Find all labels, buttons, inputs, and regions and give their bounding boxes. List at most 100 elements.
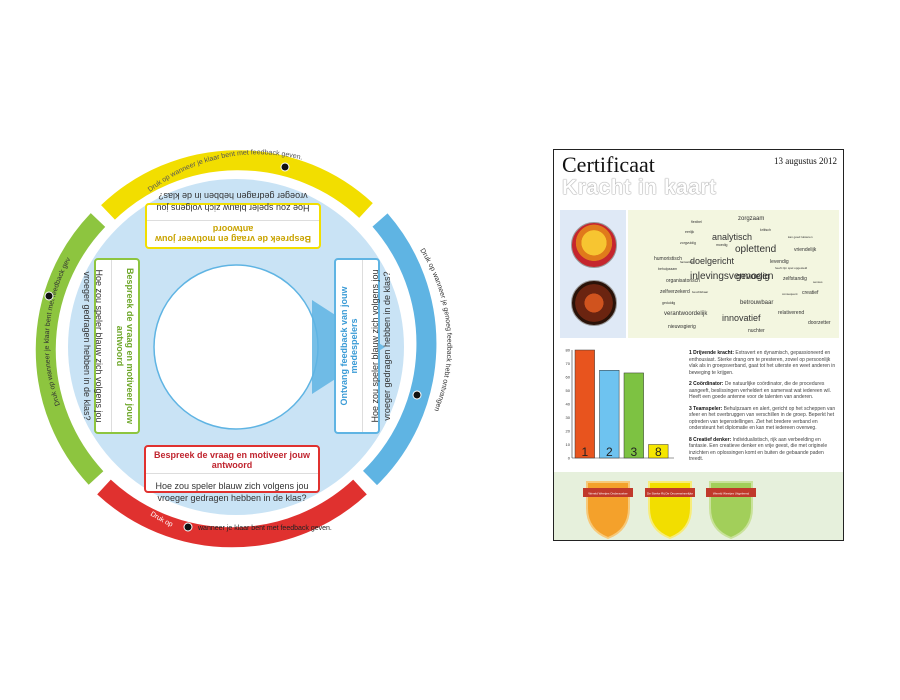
y-tick-label: 20	[566, 429, 571, 434]
badges-graphic: Wereld Weetjes Onderzoeker De Sterke Rij …	[583, 481, 756, 540]
avatar-panel	[560, 210, 626, 338]
card-question: Hoe zou speler blauw zich volgens jou vr…	[155, 481, 309, 504]
card-heading: Ontvang feedback van jouw medespelers	[336, 260, 363, 432]
word-cloud-word: doelgericht	[690, 256, 735, 266]
word-cloud-word: doorzetter	[808, 320, 831, 326]
word-cloud-word: consequent	[782, 292, 798, 296]
trait-text: De natuurlijke coördinator, die de proce…	[689, 381, 832, 400]
trait-entry: 3 Teamspeler: Behulpzaam en alert, geric…	[689, 406, 839, 432]
word-cloud-word: beschikbaar	[692, 290, 709, 294]
avatar-bear	[571, 222, 617, 268]
bar-label-8: 8	[655, 445, 662, 459]
word-cloud-word: fantastisch	[680, 260, 695, 264]
y-tick-label: 30	[566, 415, 571, 420]
badge-text: Wereld Weetjes Uitgeleend	[713, 492, 750, 496]
word-cloud-word: gevoelig	[736, 271, 770, 281]
badge: Wereld Weetjes Onderzoeker	[583, 481, 633, 540]
trait-text: Behulpzaam en alert, gericht op het sche…	[689, 405, 836, 432]
center-circle	[153, 264, 319, 430]
word-cloud-word: kan goed luisteren	[788, 235, 813, 239]
bar-label-3: 3	[630, 445, 637, 459]
word-cloud-word: betrouwbaar	[740, 300, 774, 306]
push-button-left[interactable]	[44, 291, 54, 301]
word-cloud-word: analytisch	[712, 232, 753, 242]
word-cloud-word: oplettend	[735, 244, 777, 255]
card-heading: Bespreek de vraag en motiveer jouw antwo…	[111, 260, 138, 432]
word-cloud-word: nieuwsgierig	[668, 324, 696, 330]
word-cloud-word: zelfstandig	[783, 276, 807, 282]
bar-2	[599, 370, 620, 459]
avatar-dragon	[571, 280, 617, 326]
push-button-bottom[interactable]	[183, 522, 193, 532]
trait-text: Extravert en dynamisch, gepassioneerd en…	[689, 350, 836, 376]
trait-title: 1 Drijvende kracht:	[689, 350, 736, 356]
badge-ribbon	[645, 488, 695, 497]
word-cloud-word: zorgzaam	[738, 216, 765, 222]
word-cloud-word: humoristisch	[654, 256, 683, 262]
word-cloud-word: moedig	[716, 243, 728, 247]
word-cloud-word: organisatorisch	[666, 278, 700, 284]
y-tick-label: 60	[566, 375, 571, 380]
y-tick-label: 0	[568, 456, 571, 461]
badge-text: Wereld Weetjes Onderzoeker	[588, 492, 627, 496]
card-question: Hoe zou speler blauw zich volgens jou vr…	[370, 269, 393, 423]
word-cloud-word: vriendelijk	[794, 247, 817, 253]
ring-text-bottom: wanneer je klaar bent met feedback geven…	[197, 525, 332, 532]
trait-descriptions: 1 Drijvende kracht: Extravert en dynamis…	[689, 350, 839, 468]
word-cloud-word: geduldig	[662, 301, 676, 305]
game-board-wheel: Druk op wanneer je klaar bent met feedba…	[0, 0, 452, 548]
trait-entry: 8 Creatief denker: Individualistisch, ri…	[689, 437, 839, 463]
question-card-top: Bespreek de vraag en motiveer jouw antwo…	[145, 191, 321, 249]
word-cloud-word: creatief	[802, 290, 819, 296]
question-card-bottom: Bespreek de vraag en motiveer jouw antwo…	[144, 445, 320, 503]
ring-segment-green	[35, 213, 106, 485]
certificate-subtitle: Kracht in kaart	[562, 176, 717, 199]
word-cloud-word: verantwoordelijk	[664, 311, 708, 317]
word-cloud-word: zorgvuldig	[680, 241, 696, 245]
certificate: Certificaat 13 augustus 2012 Kracht in k…	[553, 149, 844, 541]
word-cloud-word: relativerend	[778, 310, 805, 316]
word-cloud-word: nuchter	[748, 328, 765, 334]
card-question: Hoe zou speler blauw zich volgens jou vr…	[81, 269, 104, 423]
word-cloud-word: zelfverzekerd	[660, 289, 690, 295]
card-question: Hoe zou speler blauw zich volgens jou vr…	[156, 190, 310, 213]
bar-3	[623, 372, 644, 459]
y-tick-label: 80	[566, 348, 571, 353]
word-cloud-word: kritisch	[760, 228, 771, 232]
badge: De Sterke Rij De Onoverwinnelijke	[645, 481, 695, 540]
word-cloud-word: heeft zijn spel opgesteld	[775, 266, 808, 270]
card-heading: Bespreek de vraag en motiveer jouw antwo…	[146, 447, 318, 474]
y-tick-label: 10	[566, 442, 571, 447]
word-cloud-word: levendig	[770, 259, 789, 265]
ring-segment-blue	[362, 213, 437, 486]
word-cloud-word: eerlijk	[685, 230, 695, 234]
word-cloud-word: sensus	[813, 280, 823, 284]
bar-1	[574, 349, 595, 459]
ring-segment-yellow	[101, 150, 373, 220]
badge-ribbon	[583, 488, 633, 497]
ring-segment-red	[97, 479, 367, 548]
certificate-title: Certificaat	[562, 152, 655, 177]
y-tick-label: 50	[566, 388, 571, 393]
badge-ribbon	[706, 488, 756, 497]
feedback-card-right: Ontvang feedback van jouw medespelers Ho…	[334, 258, 392, 434]
push-button-top[interactable]	[280, 162, 290, 172]
question-card-left: Bespreek de vraag en motiveer jouw antwo…	[82, 258, 140, 434]
push-button-right[interactable]	[412, 390, 422, 400]
certificate-date: 13 augustus 2012	[774, 156, 837, 166]
trait-title: 8 Creatief denker:	[689, 436, 733, 443]
y-tick-label: 40	[566, 402, 571, 407]
trait-entry: 1 Drijvende kracht: Extravert en dynamis…	[689, 350, 839, 376]
word-cloud-word: inlevingsvermogen	[690, 271, 774, 282]
trait-entry: 2 Coördinator: De natuurlijke coördinato…	[689, 381, 839, 401]
badge-strip: Wereld Weetjes Onderzoeker De Sterke Rij …	[554, 472, 843, 540]
outer-ring	[35, 150, 437, 548]
card-heading: Bespreek de vraag en motiveer jouw antwo…	[147, 220, 319, 247]
word-cloud-word: innovatief	[722, 313, 761, 323]
word-cloud: zorgzaam flexibel eerlijk kritisch analytisc…	[628, 210, 839, 338]
trait-text: Individualistisch, rijk aan verbeelding …	[689, 436, 828, 463]
word-cloud-word: flexibel	[691, 220, 702, 224]
badge: Wereld Weetjes Uitgeleend	[706, 481, 756, 540]
trait-title: 3 Teamspeler:	[689, 405, 724, 412]
